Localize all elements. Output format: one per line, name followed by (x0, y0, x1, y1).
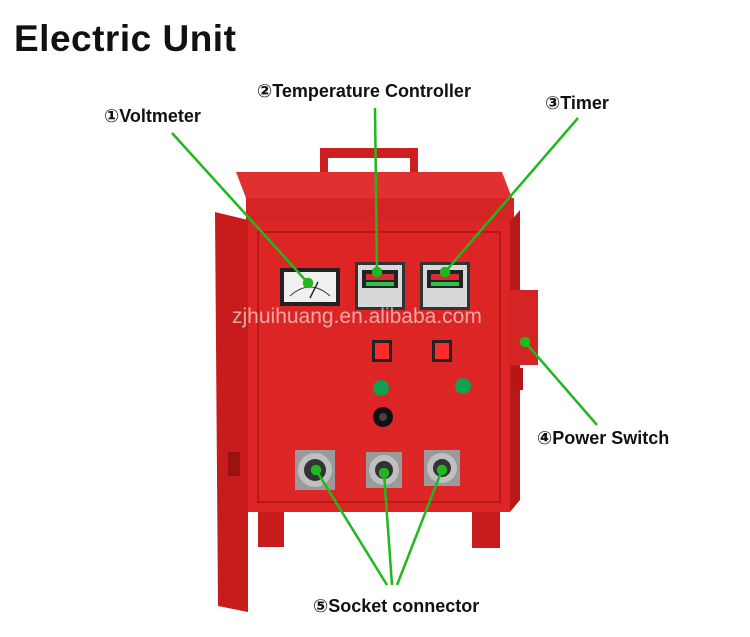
callout-temperature-controller: ②Temperature Controller (257, 81, 471, 101)
door-latch (228, 452, 240, 476)
timer-display (420, 262, 470, 310)
callout-timer: ③Timer (545, 93, 609, 113)
cabinet-leg-left (258, 512, 284, 547)
temperature-controller-display (355, 262, 405, 310)
indicator-light-right (455, 378, 471, 394)
callout-voltmeter: ①Voltmeter (104, 106, 201, 126)
leader-line-temperature-controller (373, 107, 379, 273)
watermark: zjhuihuang.en.alibaba.com (232, 305, 482, 328)
indicator-light-left (373, 380, 389, 396)
rocker-switch-left (372, 340, 392, 362)
page-title: Electric Unit (14, 18, 237, 59)
leader-line-socket-3 (395, 469, 444, 586)
callout-power-switch: ④Power Switch (537, 428, 670, 448)
callout-socket-connector: ⑤Socket connector (313, 596, 480, 616)
cabinet-top-front (246, 198, 514, 222)
leader-line-socket-2 (382, 472, 394, 586)
leader-line-timer (444, 117, 579, 273)
rocker-switch-right (432, 340, 452, 362)
cabinet-leg-right (472, 512, 500, 548)
open-door (215, 212, 248, 612)
leader-line-voltmeter (171, 132, 309, 284)
leader-lines (171, 107, 598, 586)
leader-line-power-switch (524, 341, 598, 426)
leader-line-socket-1 (314, 469, 389, 586)
power-switch-box (508, 290, 538, 365)
cabinet-top (236, 172, 512, 198)
